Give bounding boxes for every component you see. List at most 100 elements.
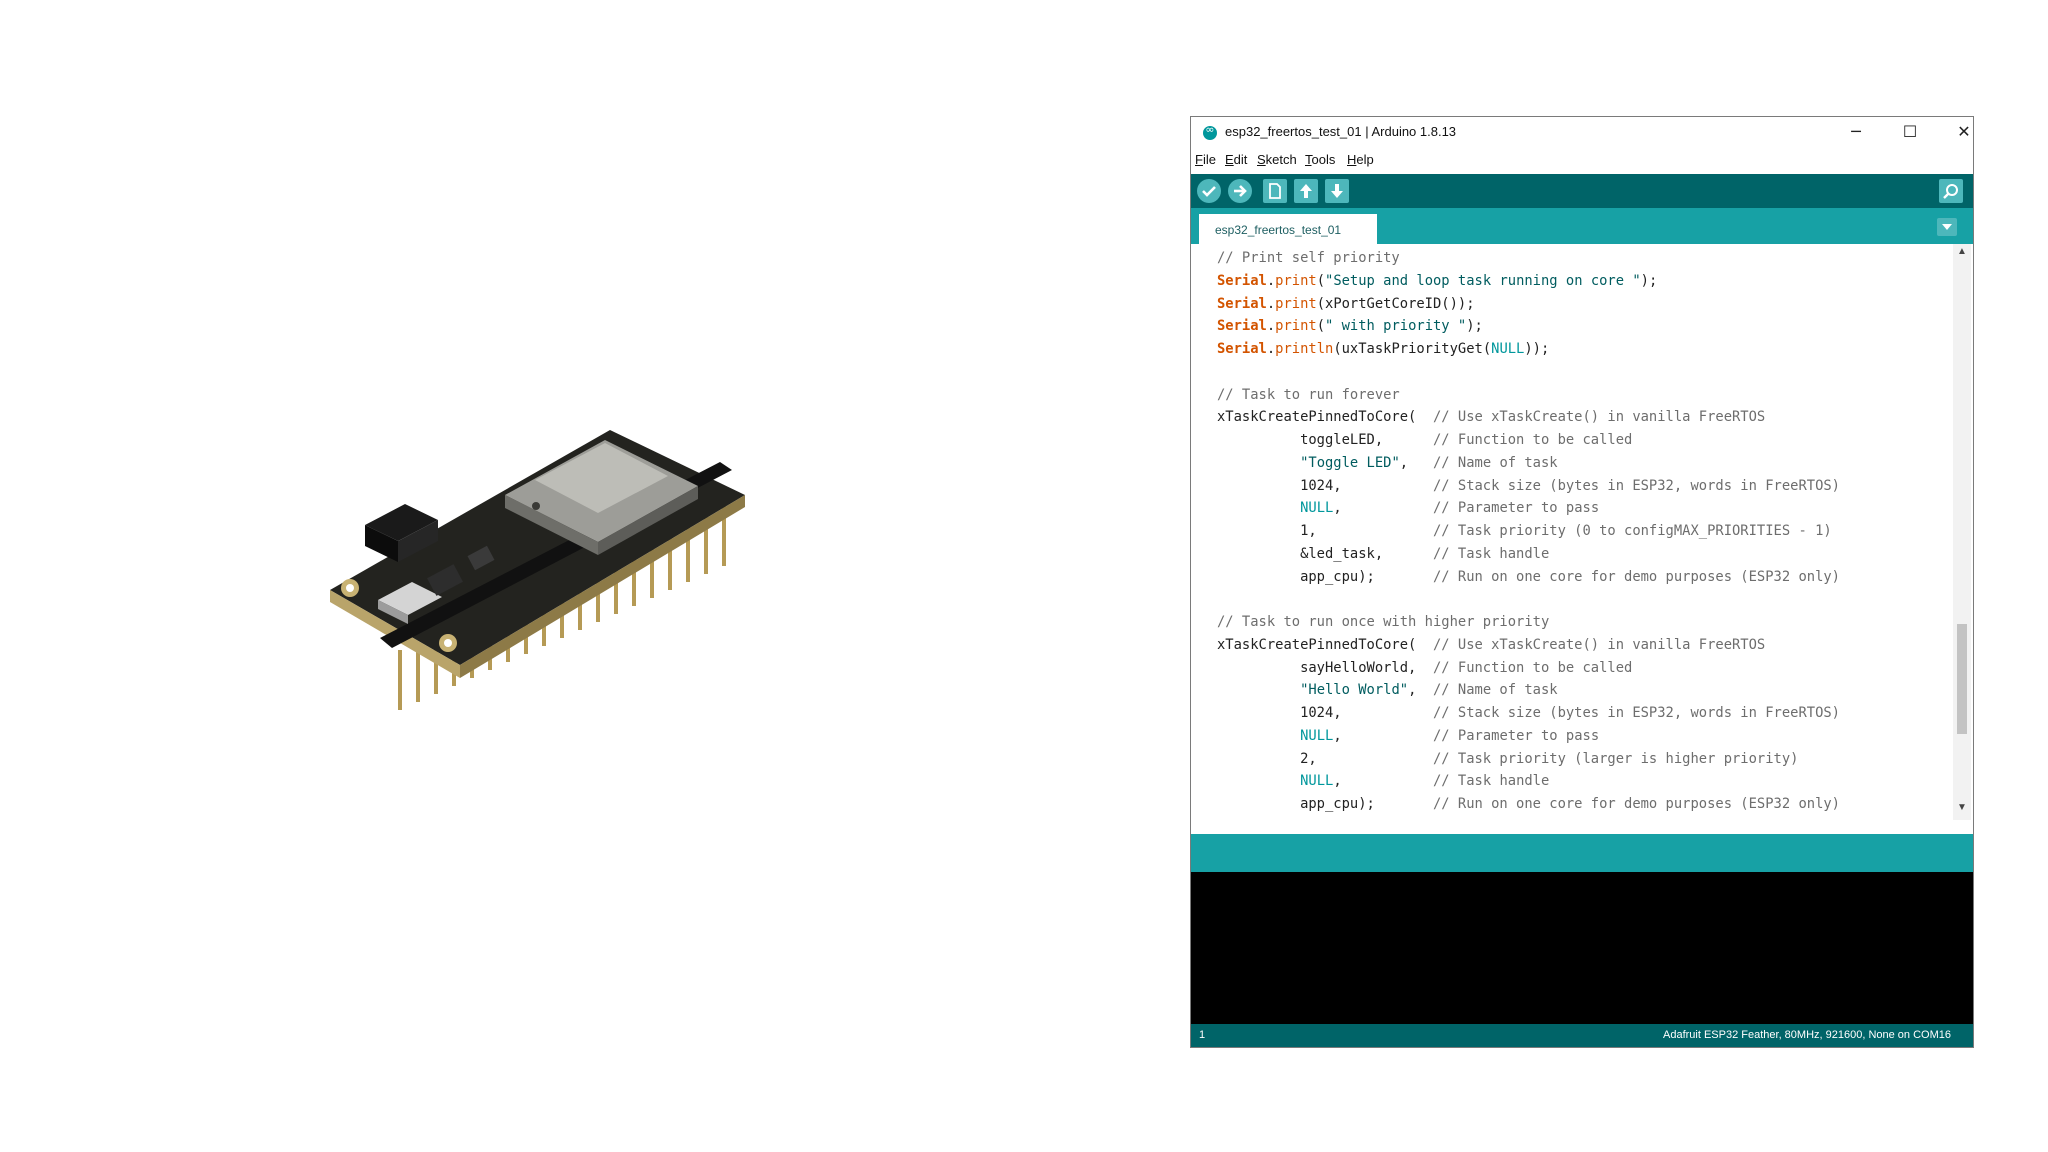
menu-label: ketch	[1265, 152, 1297, 167]
code-token: Serial	[1217, 272, 1267, 289]
title-bar[interactable]: esp32_freertos_test_01 | Arduino 1.8.13 …	[1191, 117, 1973, 149]
code-line	[1217, 361, 1957, 384]
code-line: Serial.print(" with priority ");	[1217, 315, 1957, 338]
code-line: Serial.println(uxTaskPriorityGet(NULL));	[1217, 338, 1957, 361]
code-token: .	[1266, 318, 1276, 335]
code-token: // Run on one core for demo purposes (ES…	[1432, 568, 1840, 585]
code-line: app_cpu); // Run on one core for demo pu…	[1217, 793, 1957, 816]
code-token: "Toggle LED"	[1300, 454, 1400, 471]
menu-tools[interactable]: Tools	[1305, 152, 1335, 167]
tab-strip: esp32_freertos_test_01	[1191, 208, 1973, 244]
code-token: );	[1640, 272, 1658, 289]
chip	[467, 545, 495, 571]
code-token: 1,	[1217, 523, 1433, 539]
code-token	[1217, 455, 1300, 471]
code-token: // Parameter to pass	[1433, 727, 1600, 744]
new-icon[interactable]	[1263, 179, 1287, 203]
code-token: // Task priority (0 to configMAX_PRIORIT…	[1432, 523, 1832, 539]
menu-sketch[interactable]: Sketch	[1257, 152, 1297, 167]
code-token: Serial	[1217, 318, 1267, 335]
esp32-board-image	[330, 430, 745, 710]
code-line: NULL, // Parameter to pass	[1217, 497, 1957, 520]
menu-help[interactable]: Help	[1347, 152, 1374, 167]
scroll-down-arrow-icon[interactable]: ▼	[1957, 802, 1967, 813]
code-line: 1024, // Stack size (bytes in ESP32, wor…	[1217, 475, 1957, 498]
code-token: app_cpu);	[1217, 568, 1433, 585]
code-line	[1217, 588, 1957, 611]
battery-connector	[365, 504, 438, 562]
menu-label: elp	[1356, 152, 1374, 167]
code-line: sayHelloWorld, // Function to be called	[1217, 657, 1957, 680]
code-token	[1217, 500, 1300, 516]
code-token: // Function to be called	[1432, 659, 1633, 676]
code-token: );	[1466, 318, 1483, 335]
code-token: ,	[1333, 727, 1433, 744]
menu-label: ile	[1202, 152, 1216, 167]
code-token: (uxTaskPriorityGet(	[1333, 341, 1492, 357]
code-token: "Setup and loop task running on core "	[1325, 272, 1641, 289]
code-token: // Print self priority	[1217, 250, 1400, 266]
verify-icon[interactable]	[1197, 179, 1221, 203]
code-line: 1024, // Stack size (bytes in ESP32, wor…	[1217, 702, 1957, 725]
code-token: NULL	[1300, 773, 1334, 790]
menu-mnemonic: T	[1305, 152, 1312, 167]
code-token: (	[1316, 272, 1326, 289]
code-line: 1, // Task priority (0 to configMAX_PRIO…	[1217, 520, 1957, 543]
vertical-scrollbar[interactable]: ▲ ▼	[1953, 244, 1971, 820]
code-line: xTaskCreatePinnedToCore( // Use xTaskCre…	[1217, 634, 1957, 657]
code-token	[1217, 728, 1300, 744]
code-token: ,	[1399, 454, 1433, 471]
code-line: // Task to run once with higher priority	[1217, 611, 1957, 634]
code-line: app_cpu); // Run on one core for demo pu…	[1217, 566, 1957, 589]
code-token: // Task to run forever	[1217, 386, 1400, 403]
chip	[427, 564, 463, 596]
code-line: // Print self priority	[1217, 247, 1957, 270]
code-token	[1217, 773, 1300, 789]
minimize-button[interactable]: ─	[1851, 122, 1861, 141]
code-token: 1024,	[1217, 477, 1433, 494]
open-icon[interactable]	[1294, 179, 1318, 203]
menu-file[interactable]: File	[1195, 152, 1216, 167]
code-token: print	[1275, 295, 1317, 312]
serial-monitor-icon[interactable]	[1939, 179, 1963, 203]
code-token: // Use xTaskCreate() in vanilla FreeRTOS	[1432, 409, 1766, 426]
code-token: // Stack size (bytes in ESP32, words in …	[1432, 477, 1840, 494]
code-token: // Use xTaskCreate() in vanilla FreeRTOS	[1432, 636, 1766, 653]
code-token: (xPortGetCoreID());	[1316, 295, 1475, 312]
code-token: app_cpu);	[1217, 796, 1433, 812]
code-line: NULL, // Task handle	[1217, 770, 1957, 793]
scroll-up-arrow-icon[interactable]: ▲	[1957, 246, 1967, 257]
scroll-thumb[interactable]	[1957, 624, 1967, 734]
tab-sketch[interactable]: esp32_freertos_test_01	[1199, 214, 1377, 244]
line-number: 1	[1199, 1029, 1206, 1041]
output-console[interactable]	[1191, 872, 1973, 1024]
tab-menu-chevron-down-icon[interactable]	[1937, 218, 1957, 236]
code-token: print	[1275, 272, 1317, 289]
code-token: ,	[1408, 682, 1433, 699]
code-line: &led_task, // Task handle	[1217, 543, 1957, 566]
maximize-button[interactable]: ☐	[1902, 122, 1918, 141]
code-line: toggleLED, // Function to be called	[1217, 429, 1957, 452]
code-token: " with priority "	[1325, 318, 1467, 335]
code-token: // Run on one core for demo purposes (ES…	[1432, 796, 1840, 812]
code-token: // Task handle	[1432, 545, 1550, 562]
code-token: "Hello World"	[1300, 682, 1409, 699]
code-token: toggleLED,	[1217, 432, 1433, 448]
code-token: (	[1316, 318, 1326, 335]
code-token: sayHelloWorld,	[1217, 659, 1433, 676]
menu-edit[interactable]: Edit	[1225, 152, 1247, 167]
upload-icon[interactable]	[1228, 179, 1252, 203]
toolbar	[1191, 174, 1973, 208]
code-token: 1024,	[1217, 705, 1433, 721]
code-line: // Task to run forever	[1217, 384, 1957, 407]
code-token: NULL	[1300, 727, 1334, 744]
code-token: Serial	[1217, 341, 1267, 357]
code-line: Serial.print(xPortGetCoreID());	[1217, 293, 1957, 316]
close-button[interactable]: ✕	[1957, 122, 1971, 141]
save-icon[interactable]	[1325, 179, 1349, 203]
code-token: // Task handle	[1433, 773, 1550, 790]
code-token: // Function to be called	[1432, 432, 1633, 448]
code-token: // Parameter to pass	[1433, 500, 1600, 517]
